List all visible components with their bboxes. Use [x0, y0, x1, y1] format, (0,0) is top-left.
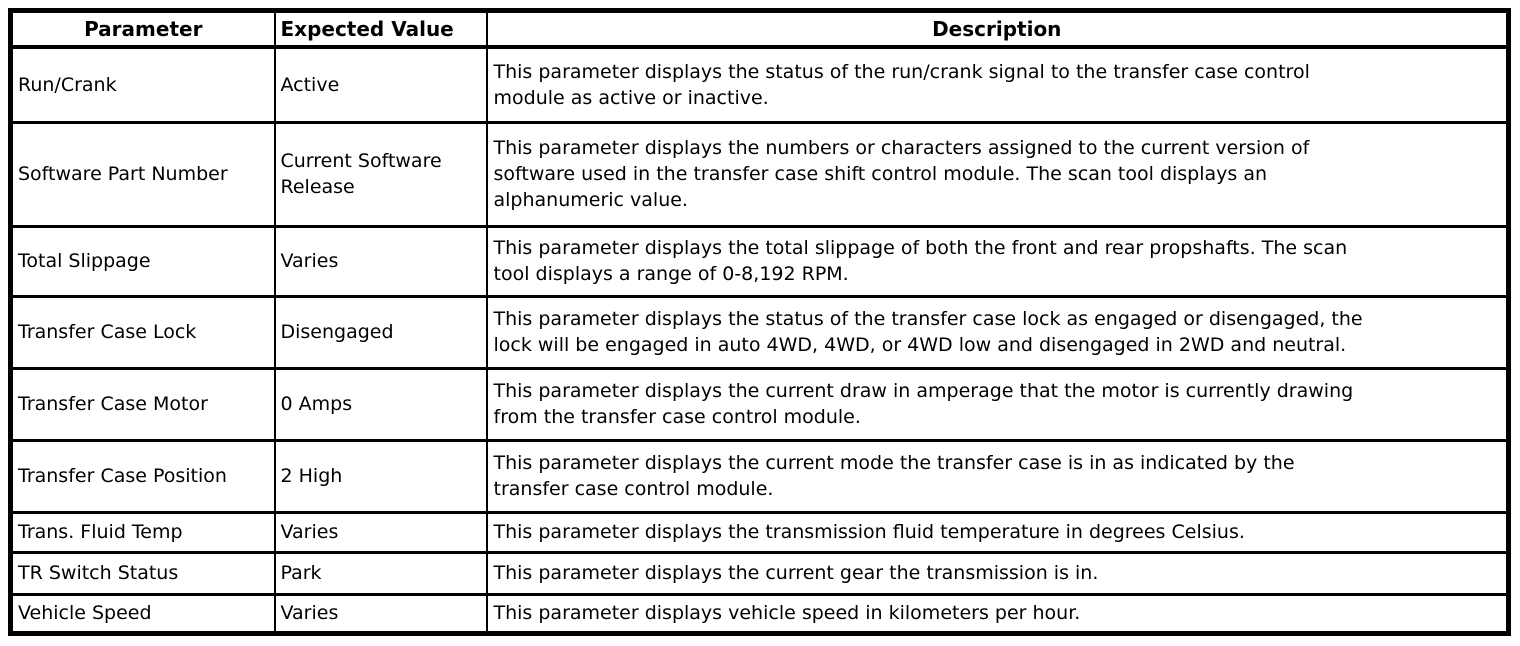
- parameter-cell: Software Part Number: [9, 120, 276, 228]
- expected-value-cell: 0 Amps: [273, 366, 488, 442]
- description-cell: This parameter displays the current draw…: [485, 366, 1510, 442]
- expected-value-cell: Park: [273, 550, 488, 596]
- expected-value-cell: Current Software Release: [273, 120, 488, 228]
- table-row: Transfer Case Position 2 High This param…: [9, 438, 1510, 514]
- header-expected-value: Expected Value: [273, 9, 488, 49]
- table-row: Vehicle Speed Varies This parameter disp…: [9, 592, 1510, 635]
- parameter-cell: Trans. Fluid Temp: [9, 510, 276, 554]
- description-cell: This parameter displays the transmission…: [485, 510, 1510, 554]
- table-row: Run/Crank Active This parameter displays…: [9, 45, 1510, 124]
- table-row: TR Switch Status Park This parameter dis…: [9, 550, 1510, 596]
- header-parameter: Parameter: [9, 9, 276, 49]
- description-cell: This parameter displays the current gear…: [485, 550, 1510, 596]
- description-cell: This parameter displays vehicle speed in…: [485, 592, 1510, 635]
- parameter-cell: Transfer Case Position: [9, 438, 276, 514]
- table-row: Total Slippage Varies This parameter dis…: [9, 224, 1510, 298]
- parameter-cell: Transfer Case Motor: [9, 366, 276, 442]
- table-row: Software Part Number Current Software Re…: [9, 120, 1510, 228]
- description-cell: This parameter displays the status of th…: [485, 294, 1510, 370]
- description-cell: This parameter displays the numbers or c…: [485, 120, 1510, 228]
- expected-value-cell: Varies: [273, 510, 488, 554]
- table-row: Transfer Case Lock Disengaged This param…: [9, 294, 1510, 370]
- description-cell: This parameter displays the total slippa…: [485, 224, 1510, 298]
- expected-value-cell: Varies: [273, 224, 488, 298]
- table-body: Run/Crank Active This parameter displays…: [9, 45, 1510, 635]
- description-cell: This parameter displays the current mode…: [485, 438, 1510, 514]
- parameter-cell: Total Slippage: [9, 224, 276, 298]
- expected-value-cell: Varies: [273, 592, 488, 635]
- table-row: Transfer Case Motor 0 Amps This paramete…: [9, 366, 1510, 442]
- scan-tool-parameter-table: Parameter Expected Value Description Run…: [8, 8, 1511, 636]
- header-description: Description: [485, 9, 1510, 49]
- header-row: Parameter Expected Value Description: [9, 9, 1510, 49]
- expected-value-cell: Active: [273, 45, 488, 124]
- parameter-cell: Vehicle Speed: [9, 592, 276, 635]
- expected-value-cell: 2 High: [273, 438, 488, 514]
- table-row: Trans. Fluid Temp Varies This parameter …: [9, 510, 1510, 554]
- expected-value-cell: Disengaged: [273, 294, 488, 370]
- parameter-cell: Transfer Case Lock: [9, 294, 276, 370]
- parameter-cell: Run/Crank: [9, 45, 276, 124]
- table-header: Parameter Expected Value Description: [9, 9, 1510, 49]
- description-cell: This parameter displays the status of th…: [485, 45, 1510, 124]
- parameter-cell: TR Switch Status: [9, 550, 276, 596]
